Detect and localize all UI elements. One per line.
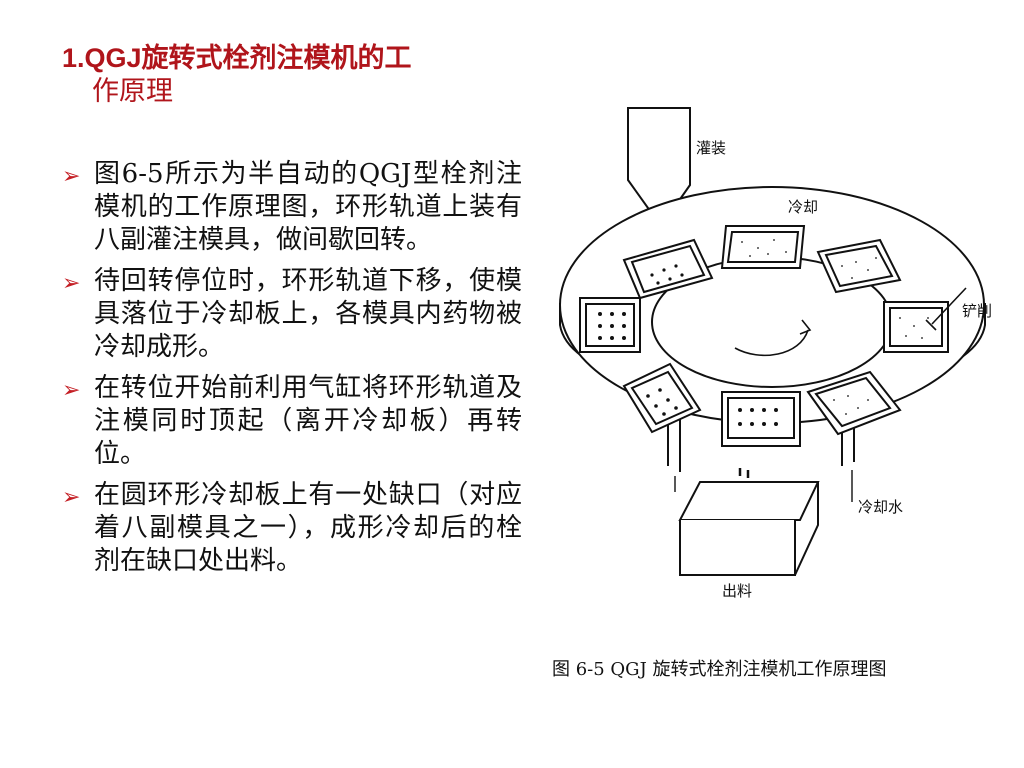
bullet-text: 图6-5所示为半自动的QGJ型栓剂注模机的工作原理图，环形轨道上装有八副灌注模具… [94, 159, 522, 255]
bullet-item: ➢ 在圆环形冷却板上有一处缺口（对应着八副模具之一），成形冷却后的栓剂在缺口处出… [62, 479, 522, 578]
bullet-arrow-icon: ➢ [62, 271, 81, 296]
bullet-arrow-icon: ➢ [62, 378, 81, 403]
machine-diagram: 灌装 冷却 铲削 冷却水 出料 [559, 107, 992, 600]
figure-caption: 图 6-5 QGJ 旋转式栓剂注模机工作原理图 [552, 659, 887, 680]
slide-title: 1.QGJ旋转式栓剂注模机的工 作原理 [62, 42, 532, 108]
bullet-text: 在圆环形冷却板上有一处缺口（对应着八副模具之一），成形冷却后的栓剂在缺口处出料。 [94, 480, 522, 576]
label-cooling: 冷却 [788, 198, 818, 216]
title-line-1: 旋转式栓剂注模机的工 [141, 43, 412, 74]
bullet-arrow-icon: ➢ [62, 164, 81, 189]
label-cooling-water: 冷却水 [858, 498, 903, 516]
bullet-text: 在转位开始前利用气缸将环形轨道及注模同时顶起（离开冷却板）再转位。 [94, 373, 522, 469]
bullet-arrow-icon: ➢ [62, 485, 81, 510]
label-filling: 灌装 [696, 139, 726, 157]
title-line-2: 作原理 [92, 76, 173, 107]
title-number: 1.QGJ [62, 43, 142, 73]
label-discharge: 出料 [722, 582, 752, 600]
bullet-item: ➢ 在转位开始前利用气缸将环形轨道及注模同时顶起（离开冷却板）再转位。 [62, 372, 522, 471]
bullet-item: ➢ 图6-5所示为半自动的QGJ型栓剂注模机的工作原理图，环形轨道上装有八副灌注… [62, 158, 522, 257]
label-scraping: 铲削 [962, 302, 992, 320]
bullet-list: ➢ 图6-5所示为半自动的QGJ型栓剂注模机的工作原理图，环形轨道上装有八副灌注… [62, 158, 522, 586]
bullet-item: ➢ 待回转停位时，环形轨道下移，使模具落位于冷却板上，各模具内药物被冷却成形。 [62, 265, 522, 364]
bullet-text: 待回转停位时，环形轨道下移，使模具落位于冷却板上，各模具内药物被冷却成形。 [94, 266, 522, 362]
